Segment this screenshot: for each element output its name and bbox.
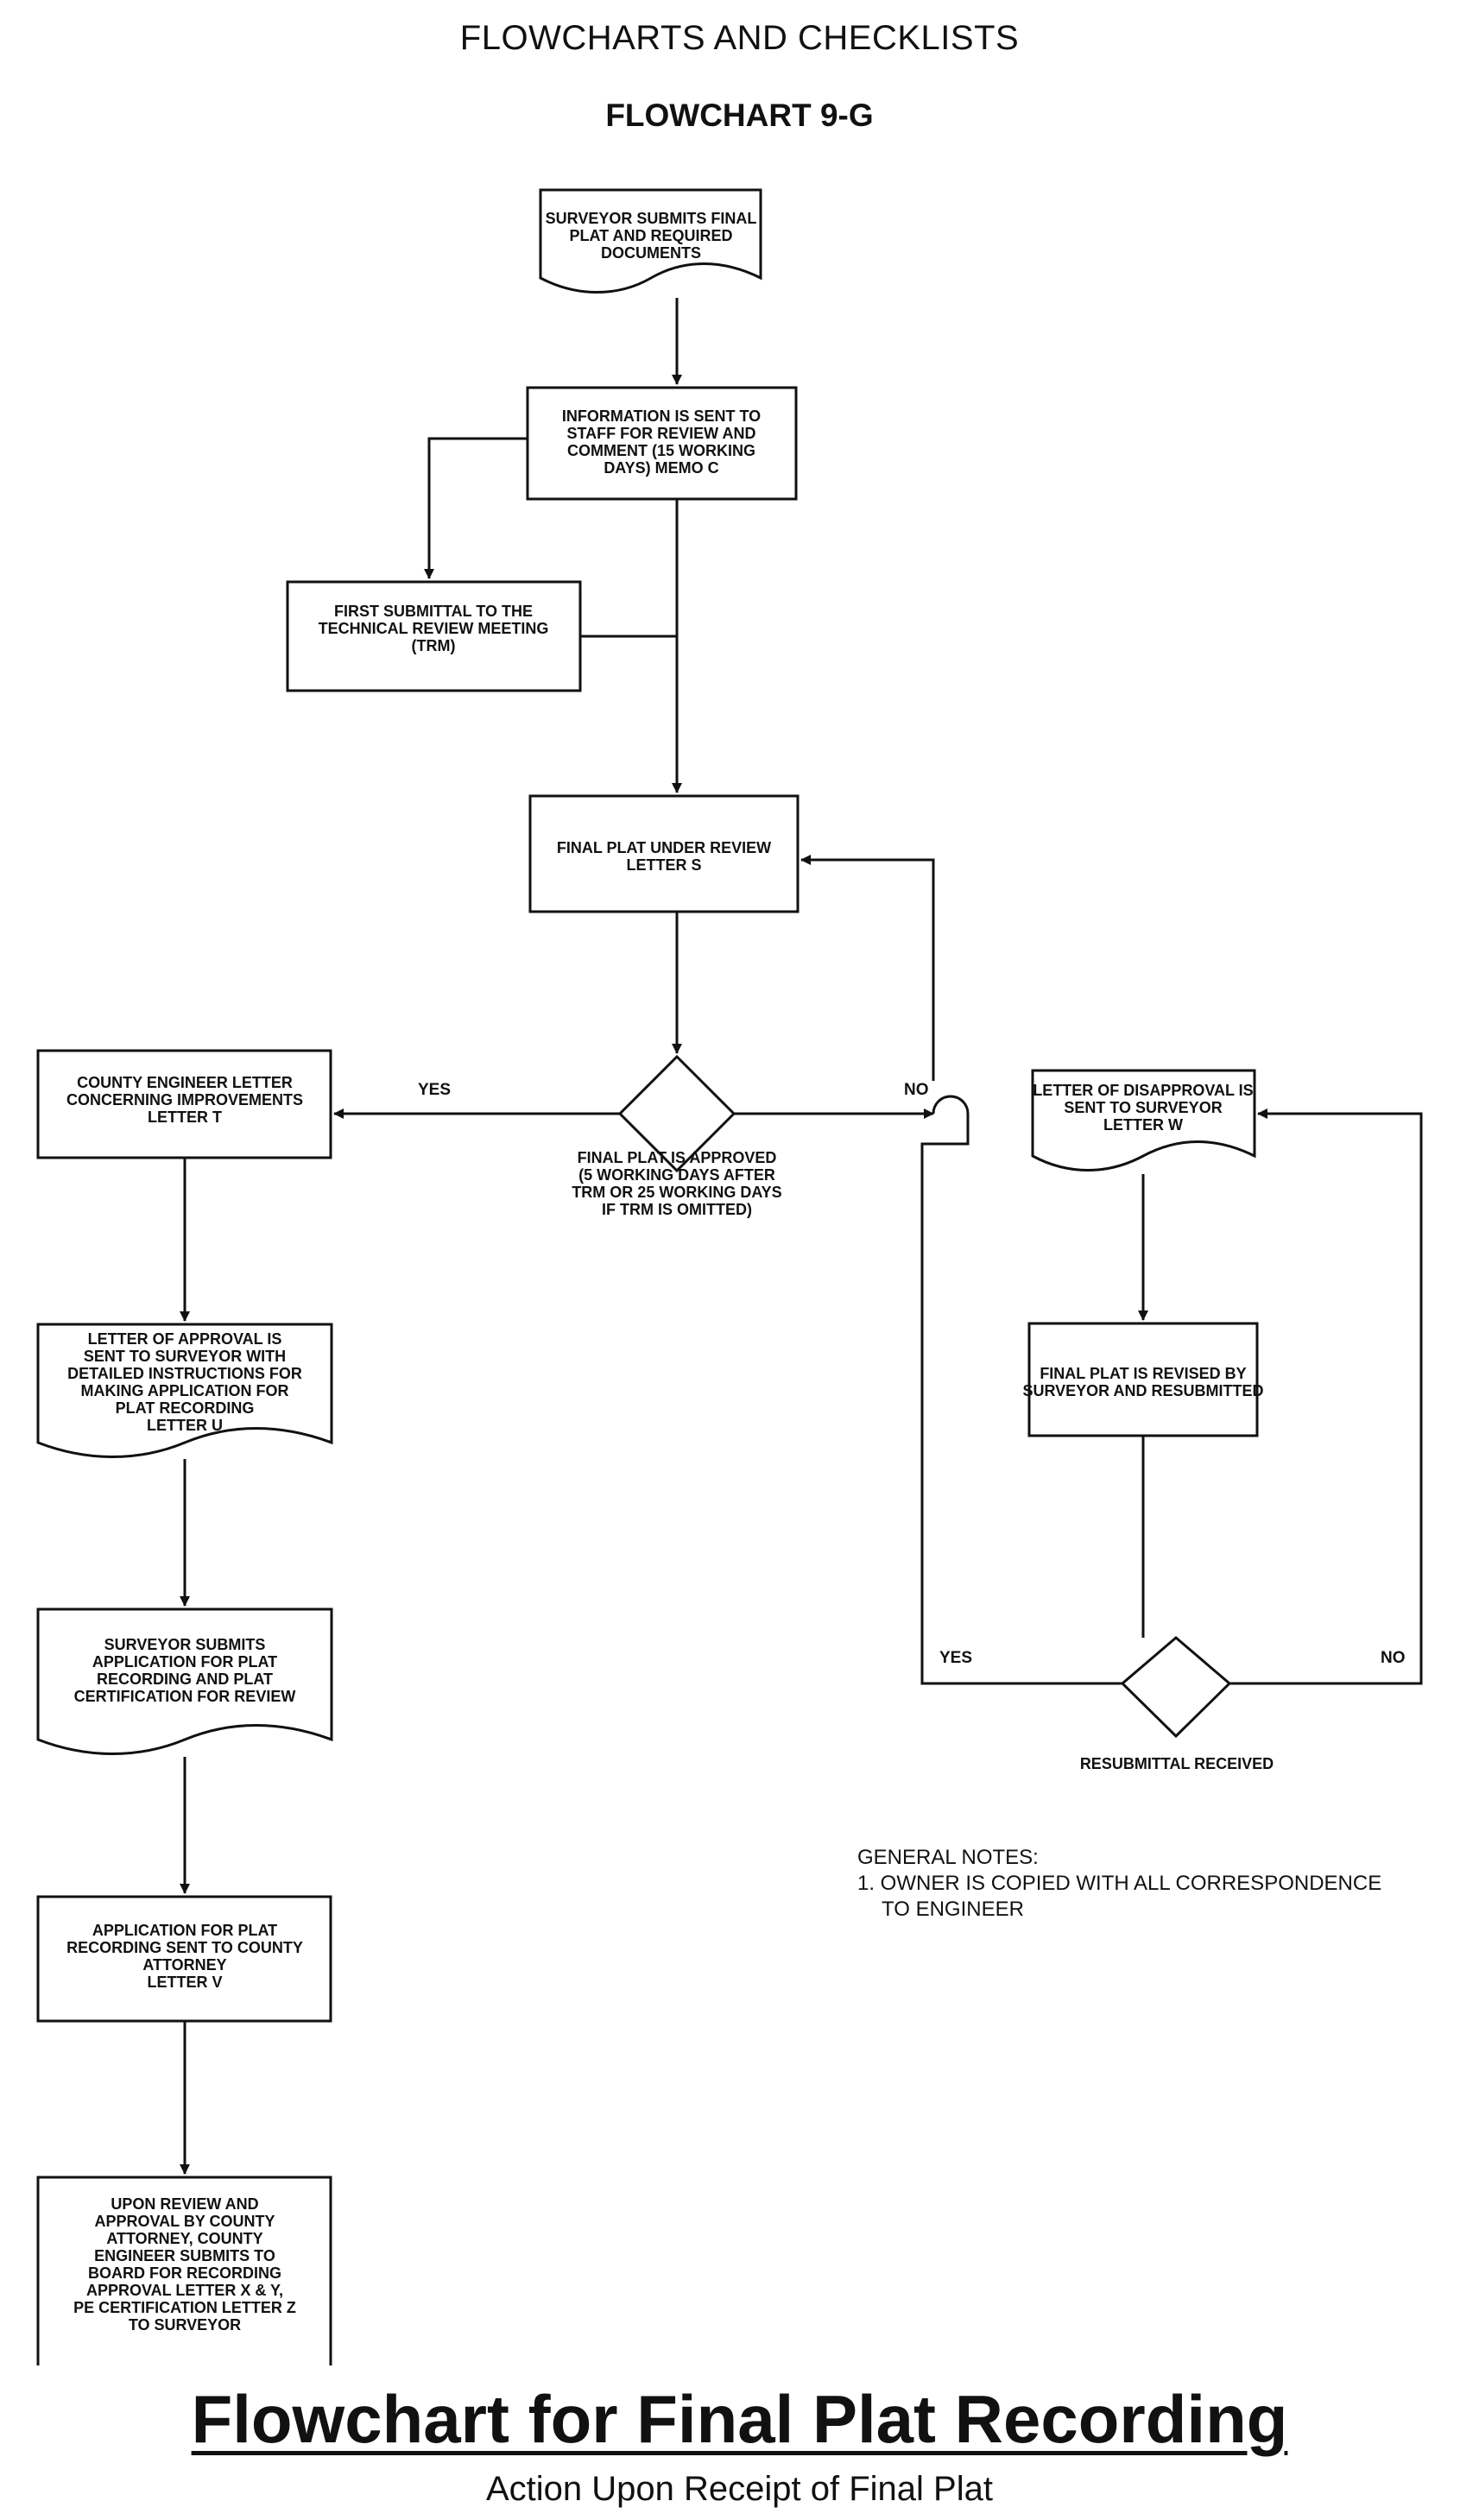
- disapproval-text-line: LETTER OF DISAPPROVAL IS: [1033, 1082, 1253, 1099]
- approved-caption-text-line: IF TRM IS OMITTED): [602, 1201, 752, 1218]
- flowchart-subtitle: Action Upon Receipt of Final Plat: [486, 2470, 993, 2508]
- under-review-text-line: LETTER S: [626, 856, 701, 874]
- page-header: FLOWCHARTS AND CHECKLISTS: [459, 19, 1020, 57]
- resubmittal-caption-text: RESUBMITTAL RECEIVED: [1080, 1755, 1274, 1772]
- upon-review-box: [36, 2176, 332, 2365]
- surveyor-submits-doc-shape: [539, 188, 762, 294]
- upon-review-text-line: TO SURVEYOR: [129, 2316, 241, 2334]
- disapproval-text-line: LETTER W: [1103, 1116, 1183, 1134]
- county-engineer-text-line: CONCERNING IMPROVEMENTS: [66, 1091, 303, 1108]
- yes-label-left: YES: [418, 1081, 451, 1099]
- upon-review-text-line: APPROVAL BY COUNTY: [94, 2213, 275, 2230]
- surveyor-submits-text-line: DOCUMENTS: [601, 244, 701, 262]
- letter-approval-text-line: LETTER OF APPROVAL IS: [88, 1330, 282, 1348]
- application-text-line: SURVEYOR SUBMITS: [104, 1636, 266, 1653]
- letter-approval-text-line: LETTER U: [147, 1417, 223, 1434]
- surveyor-submits-text-line: PLAT AND REQUIRED: [570, 227, 733, 244]
- approved-caption-text-line: TRM OR 25 WORKING DAYS: [572, 1184, 781, 1201]
- under-review-box: [528, 794, 800, 913]
- first-submittal-text-line: TECHNICAL REVIEW MEETING: [319, 620, 549, 637]
- yes-label-resubmit: YES: [939, 1649, 972, 1667]
- approved-caption-text-line: FINAL PLAT IS APPROVED: [578, 1149, 777, 1166]
- info-sent-text-line: DAYS) MEMO C: [604, 459, 718, 477]
- letter-approval-text-line: MAKING APPLICATION FOR: [81, 1382, 289, 1399]
- flowchart-title: Flowchart for Final Plat Recording: [191, 2381, 1288, 2457]
- upon-review-text-line: BOARD FOR RECORDING: [88, 2264, 281, 2282]
- application-text-line: RECORDING AND PLAT: [97, 1671, 273, 1688]
- upon-review-text-line: ENGINEER SUBMITS TO: [94, 2247, 275, 2264]
- revised-text-line: SURVEYOR AND RESUBMITTED: [1022, 1382, 1263, 1399]
- approved-decision-diamond: [617, 1054, 736, 1173]
- no-label-right: NO: [904, 1081, 929, 1099]
- upon-review-text-line: ATTORNEY, COUNTY: [106, 2230, 262, 2247]
- flowchart-number: FLOWCHART 9-G: [605, 98, 874, 133]
- application-text-line: APPLICATION FOR PLAT: [92, 1653, 277, 1671]
- no-label-resubmit: NO: [1381, 1649, 1406, 1667]
- approved-caption-text-line: (5 WORKING DAYS AFTER: [578, 1166, 775, 1184]
- resubmittal-caption-text-line: RESUBMITTAL RECEIVED: [1080, 1755, 1274, 1772]
- surveyor-submits-text-line: SURVEYOR SUBMITS FINAL: [546, 210, 757, 227]
- under-review-text-line: FINAL PLAT UNDER REVIEW: [557, 839, 771, 856]
- info-sent-box: [526, 386, 798, 501]
- disapproval-text-line: SENT TO SURVEYOR: [1064, 1099, 1222, 1116]
- info-sent-text-line: COMMENT (15 WORKING: [567, 442, 755, 459]
- letter-approval-text-line: DETAILED INSTRUCTIONS FOR: [67, 1365, 302, 1382]
- first-submittal-text-line: (TRM): [412, 637, 456, 654]
- county-engineer-text-line: COUNTY ENGINEER LETTER: [77, 1074, 293, 1091]
- approved-caption-text: FINAL PLAT IS APPROVED(5 WORKING DAYS AF…: [572, 1149, 781, 1218]
- county-engineer-text-line: LETTER T: [148, 1108, 222, 1126]
- application-text-line: CERTIFICATION FOR REVIEW: [74, 1688, 296, 1705]
- letter-approval-text-line: SENT TO SURVEYOR WITH: [84, 1348, 286, 1365]
- upon-review-text-line: PE CERTIFICATION LETTER Z: [73, 2299, 296, 2316]
- notes-item-1: 1. OWNER IS COPIED WITH ALL CORRESPONDEN…: [857, 1872, 1382, 1895]
- application-sent-text-line: APPLICATION FOR PLAT: [92, 1922, 277, 1939]
- first-submittal-text-line: FIRST SUBMITTAL TO THE: [334, 603, 533, 620]
- letter-approval-doc-shape: [36, 1323, 333, 1458]
- letter-approval-text-line: PLAT RECORDING: [116, 1399, 255, 1417]
- application-doc-shape: [36, 1607, 333, 1755]
- disapproval-doc-shape: [1031, 1069, 1256, 1172]
- info-sent-text-line: STAFF FOR REVIEW AND: [567, 425, 756, 442]
- general-notes: GENERAL NOTES: 1. OWNER IS COPIED WITH A…: [857, 1845, 1381, 1923]
- notes-item-1-cont: TO ENGINEER: [882, 1898, 1024, 1921]
- application-sent-text-line: RECORDING SENT TO COUNTY: [66, 1939, 303, 1956]
- info-sent-text-line: INFORMATION IS SENT TO: [562, 407, 761, 425]
- upon-review-text-line: UPON REVIEW AND: [111, 2195, 258, 2213]
- notes-heading: GENERAL NOTES:: [857, 1846, 1039, 1869]
- application-sent-text-line: LETTER V: [147, 1974, 222, 1991]
- revised-text-line: FINAL PLAT IS REVISED BY: [1040, 1365, 1246, 1382]
- application-sent-text-line: ATTORNEY: [142, 1956, 226, 1974]
- upon-review-text-line: APPROVAL LETTER X & Y,: [86, 2282, 283, 2299]
- resubmittal-decision-diamond: [1120, 1636, 1232, 1739]
